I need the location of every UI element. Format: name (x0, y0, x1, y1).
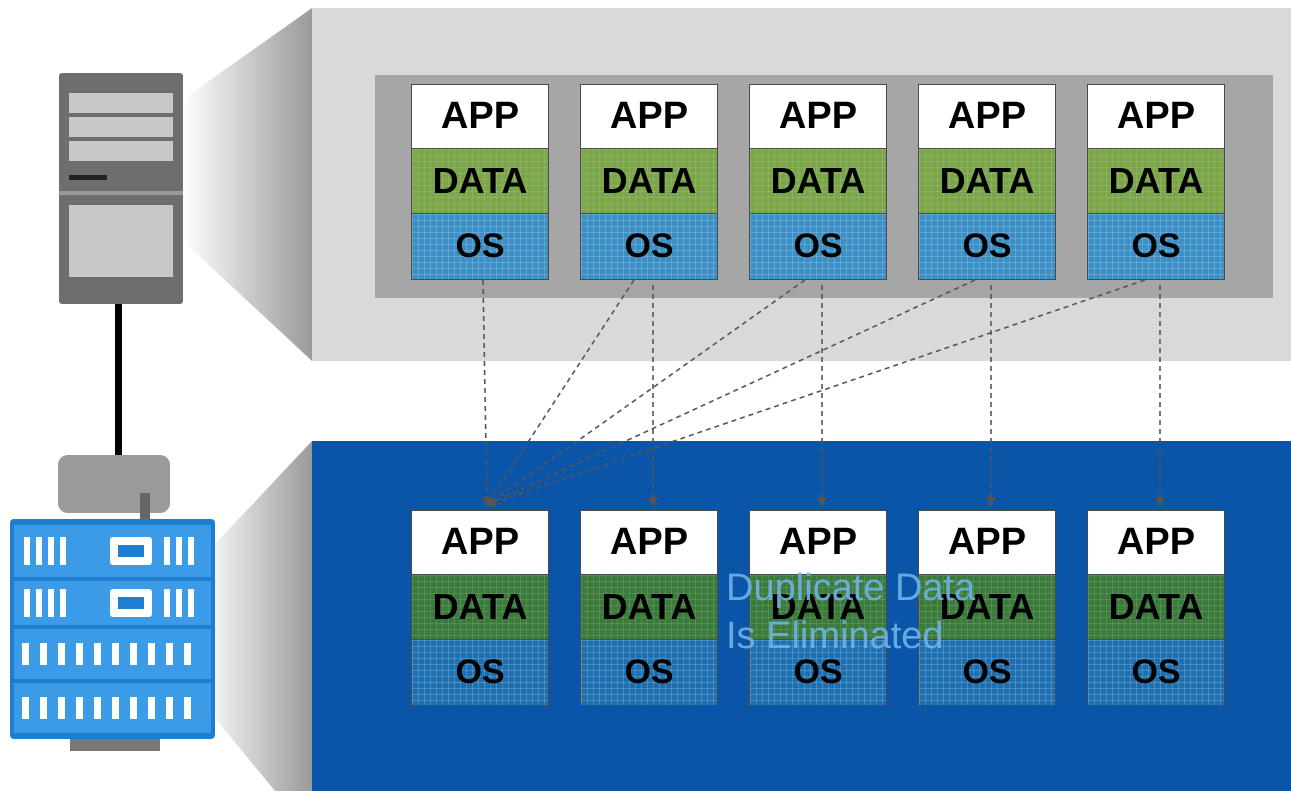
arrow-5-to-1 (485, 279, 1146, 508)
os-layer: OS (1088, 640, 1224, 705)
top-funnel (182, 8, 312, 361)
data-layer: DATA (1088, 575, 1224, 640)
data-layer: DATA (1088, 149, 1224, 214)
os-layer: OS (1088, 214, 1224, 279)
storage-stack-5: APP DATA OS (1087, 510, 1225, 706)
app-layer: APP (750, 85, 886, 149)
data-layer: DATA (412, 575, 548, 640)
arrow-4-to-1 (485, 279, 976, 507)
os-layer: OS (412, 214, 548, 279)
app-layer: APP (412, 511, 548, 575)
os-layer: OS (581, 214, 717, 279)
app-layer: APP (919, 85, 1055, 149)
arrow-2-to-1 (485, 279, 635, 507)
arrow-3-to-1 (485, 279, 806, 507)
bottom-funnel (200, 441, 312, 791)
app-layer: APP (1088, 511, 1224, 575)
data-layer: DATA (750, 575, 886, 640)
app-layer: APP (919, 511, 1055, 575)
os-layer: OS (750, 640, 886, 705)
os-layer: OS (412, 640, 548, 705)
data-layer: DATA (581, 575, 717, 640)
os-layer: OS (919, 640, 1055, 705)
app-layer: APP (581, 511, 717, 575)
vm-stack-4: APP DATA OS (918, 84, 1056, 280)
os-layer: OS (919, 214, 1055, 279)
data-layer: DATA (919, 149, 1055, 214)
vm-stack-3: APP DATA OS (749, 84, 887, 280)
app-layer: APP (412, 85, 548, 149)
data-layer: DATA (412, 149, 548, 214)
app-layer: APP (581, 85, 717, 149)
server-tower-icon (59, 73, 183, 304)
app-layer: APP (1088, 85, 1224, 149)
os-layer: OS (750, 214, 886, 279)
storage-stack-3: APP DATA OS (749, 510, 887, 706)
duplicate-data-label: Duplicate Data Is Eliminated (726, 567, 976, 657)
vm-stack-5: APP DATA OS (1087, 84, 1225, 280)
storage-array-icon (10, 455, 215, 751)
vm-stack-2: APP DATA OS (580, 84, 718, 280)
vm-stack-1: APP DATA OS (411, 84, 549, 280)
app-layer: APP (750, 511, 886, 575)
storage-stack-2: APP DATA OS (580, 510, 718, 706)
data-layer: DATA (581, 149, 717, 214)
arrow-1-to-1 (481, 279, 492, 507)
data-layer: DATA (919, 575, 1055, 640)
network-cable (115, 300, 122, 460)
data-layer: DATA (750, 149, 886, 214)
os-layer: OS (581, 640, 717, 705)
storage-stack-4: APP DATA OS (918, 510, 1056, 706)
storage-stack-1: APP DATA OS (411, 510, 549, 706)
